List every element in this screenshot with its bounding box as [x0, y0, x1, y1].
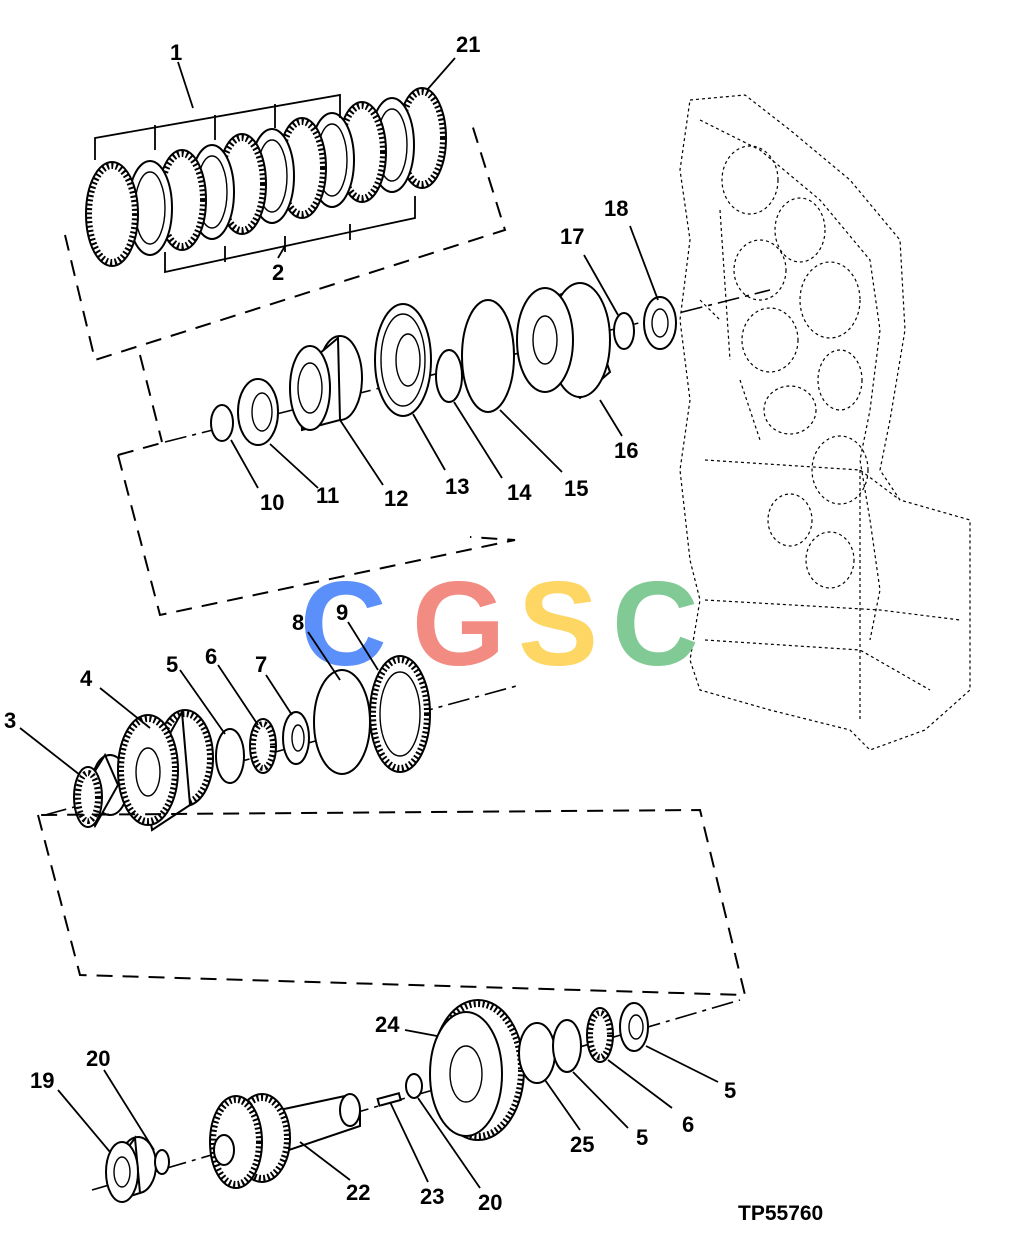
shaft-row: [57, 999, 741, 1203]
callout-23: 23: [420, 1184, 444, 1209]
callout-6b: 6: [682, 1112, 694, 1137]
callout-4: 4: [80, 666, 93, 691]
figure-reference-code: TP55760: [738, 1202, 823, 1225]
callout-5a: 5: [166, 652, 178, 677]
callout-6a: 6: [205, 644, 217, 669]
callout-9: 9: [336, 600, 348, 625]
callout-8: 8: [292, 610, 304, 635]
callout-17: 17: [560, 224, 584, 249]
callout-18: 18: [604, 196, 628, 221]
callout-5c: 5: [724, 1078, 736, 1103]
callout-10: 10: [260, 490, 284, 515]
callout-19: 19: [30, 1068, 54, 1093]
callout-15: 15: [564, 476, 588, 501]
callout-20b: 20: [478, 1190, 502, 1215]
watermark-letter-g: G: [412, 557, 505, 691]
clutch-disc-stack: [85, 57, 456, 274]
callout-12: 12: [384, 486, 408, 511]
gear-row-bracket: [37, 808, 747, 997]
gear-row: [19, 621, 521, 832]
middle-row-bracket-top: [117, 441, 166, 456]
callout-1: 1: [170, 40, 182, 65]
middle-row-bracket: [117, 454, 516, 617]
callout-25: 25: [570, 1132, 594, 1157]
callout-24: 24: [375, 1012, 400, 1037]
callout-2: 2: [272, 260, 284, 285]
callout-11: 11: [316, 483, 339, 508]
watermark-letter-s: S: [518, 557, 598, 691]
watermark-letter-c1: C: [300, 557, 387, 691]
callout-21: 21: [456, 32, 480, 57]
transmission-housing: [679, 94, 971, 751]
callout-7: 7: [255, 652, 267, 677]
callout-labels: 1 2 3 4 5 6 7 8 9 10 11 12 13 14 15 16 1…: [4, 32, 736, 1215]
callout-13: 13: [445, 474, 469, 499]
callout-5b: 5: [636, 1125, 648, 1150]
clutch-stack-bracket: [64, 117, 507, 362]
callout-3: 3: [4, 708, 16, 733]
callout-16: 16: [614, 438, 638, 463]
callout-22: 22: [346, 1180, 370, 1205]
connector-bracket-upper: [139, 354, 163, 443]
watermark: C G S C: [300, 557, 699, 691]
watermark-letter-c2: C: [612, 557, 699, 691]
callout-20a: 20: [86, 1046, 110, 1071]
piston-drum-row: [164, 225, 771, 489]
callout-14: 14: [507, 480, 532, 505]
